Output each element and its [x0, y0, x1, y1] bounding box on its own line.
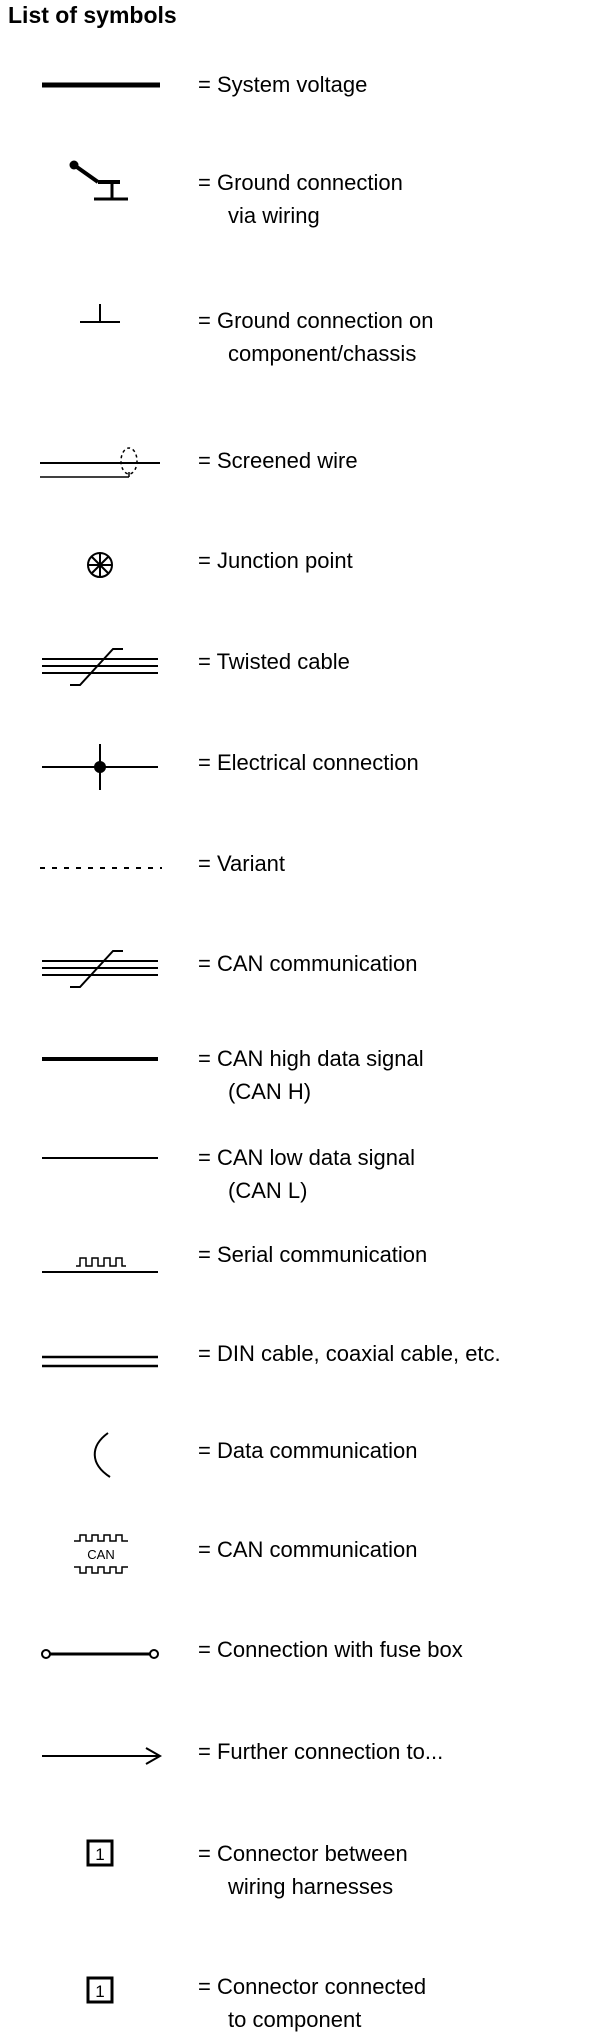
description-line: = Connector connected — [198, 1974, 427, 1999]
description-line: = Further connection to... — [198, 1739, 444, 1764]
description-line-2: (CAN L) — [228, 1178, 308, 1203]
description-line-2: via wiring — [228, 203, 320, 228]
description-line: = Electrical connection — [198, 750, 419, 775]
connector-component-symbol: 1 — [86, 1976, 114, 2004]
connector-harness-label: 1 — [95, 1845, 104, 1864]
symbol-description-further-connection: = Further connection to... — [198, 1735, 443, 1768]
symbol-description-electrical-connection: = Electrical connection — [198, 746, 419, 779]
description-line: = CAN communication — [198, 1537, 418, 1562]
symbol-description-ground-component: = Ground connection on component/chassis — [198, 304, 433, 370]
serial-communication-symbol — [42, 1257, 158, 1273]
fuse-box-connection-symbol — [41, 1649, 159, 1659]
symbol-description-data-communication: = Data communication — [198, 1434, 418, 1467]
connector-harness-symbol: 1 — [86, 1839, 114, 1867]
twisted-cable-symbol — [42, 648, 158, 686]
description-line: = Serial communication — [198, 1242, 428, 1267]
page-title: List of symbols — [8, 2, 177, 28]
further-connection-arrow — [42, 1747, 163, 1765]
variant-dashed-line — [40, 867, 162, 869]
symbol-description-connector-harness: = Connector between wiring harnesses — [198, 1837, 408, 1903]
electrical-connection-symbol — [42, 744, 158, 790]
description-line: = Data communication — [198, 1438, 418, 1463]
description-line: = Screened wire — [198, 448, 358, 473]
symbol-description-connector-component: = Connector connected to component — [198, 1970, 426, 2036]
description-line: = System voltage — [198, 72, 368, 97]
description-line: = Ground connection — [198, 170, 403, 195]
symbol-description-variant: = Variant — [198, 847, 285, 880]
junction-point-symbol — [87, 552, 113, 578]
symbol-description-serial-communication: = Serial communication — [198, 1238, 427, 1271]
screened-wire-symbol — [40, 447, 160, 478]
ground-wiring-symbol — [69, 160, 128, 201]
symbol-description-din-cable: = DIN cable, coaxial cable, etc. — [198, 1337, 501, 1370]
symbol-description-can-high: = CAN high data signal (CAN H) — [198, 1042, 424, 1108]
description-line-2: (CAN H) — [228, 1079, 312, 1104]
description-line: = CAN high data signal — [198, 1046, 424, 1071]
din-cable-symbol — [42, 1355, 158, 1368]
description-line: = Connector between — [198, 1841, 408, 1866]
symbol-description-can-communication: = CAN communication — [198, 947, 417, 980]
description-line: = Connection with fuse box — [198, 1637, 463, 1662]
description-line-2: wiring harnesses — [228, 1874, 394, 1899]
symbol-description-can-low: = CAN low data signal (CAN L) — [198, 1141, 415, 1207]
can-block-label: CAN — [87, 1547, 114, 1562]
description-line: = Ground connection on — [198, 308, 434, 333]
description-line: = Twisted cable — [198, 649, 350, 674]
description-line-2: component/chassis — [228, 341, 417, 366]
symbol-description-fuse-box: = Connection with fuse box — [198, 1633, 463, 1666]
connector-component-label: 1 — [95, 1982, 104, 2001]
symbol-description-can-block: = CAN communication — [198, 1533, 417, 1566]
description-line: = CAN communication — [198, 951, 418, 976]
can-low-line — [42, 1157, 158, 1159]
symbol-description-junction-point: = Junction point — [198, 544, 353, 577]
system-voltage-line — [42, 82, 160, 88]
symbol-description-ground-wiring: = Ground connection via wiring — [198, 166, 403, 232]
data-communication-symbol — [93, 1432, 111, 1478]
ground-component-symbol — [80, 304, 120, 323]
symbol-description-screened-wire: = Screened wire — [198, 444, 358, 477]
can-high-line — [42, 1057, 158, 1061]
description-line: = Junction point — [198, 548, 353, 573]
description-line-2: to component — [228, 2007, 362, 2032]
can-block-symbol: CAN — [74, 1534, 128, 1574]
description-line: = CAN low data signal — [198, 1145, 416, 1170]
symbol-description-system-voltage: = System voltage — [198, 68, 367, 101]
symbol-description-twisted-cable: = Twisted cable — [198, 645, 350, 678]
description-line: = DIN cable, coaxial cable, etc. — [198, 1341, 501, 1366]
can-communication-twisted-symbol — [42, 950, 158, 988]
description-line: = Variant — [198, 851, 286, 876]
